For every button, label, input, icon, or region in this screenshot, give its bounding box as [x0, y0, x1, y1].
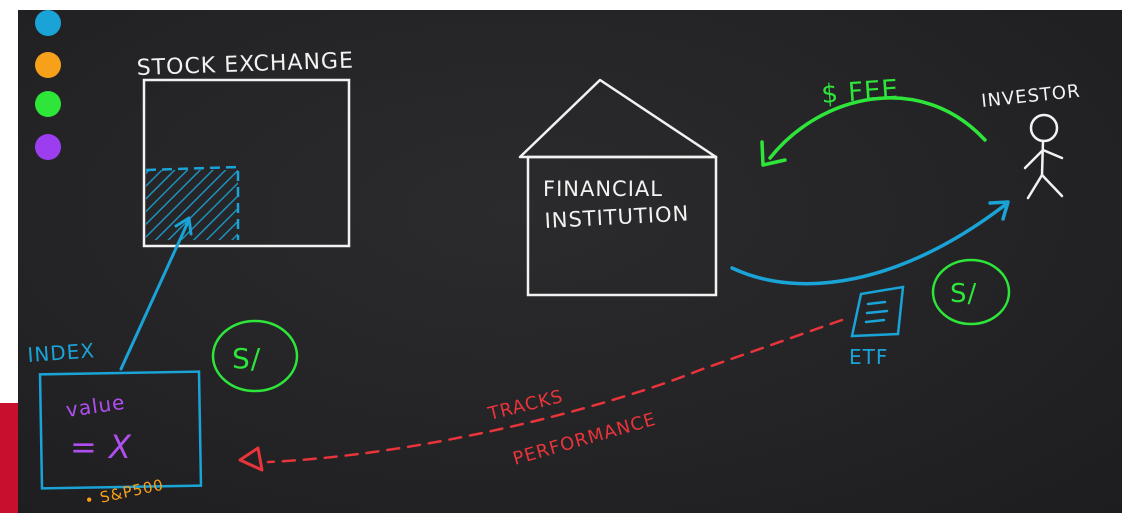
red-brand-bar: [0, 403, 18, 513]
index-portion-hatched: [146, 170, 238, 240]
fee-arrow: [768, 96, 987, 160]
investor-stick-figure-icon: [1023, 113, 1064, 200]
palette-green-dot[interactable]: [35, 91, 61, 117]
etf-share-symbol: S/: [950, 279, 977, 309]
etf-label: ETF: [849, 345, 888, 369]
stock-exchange-label: STOCK EXCHANGE: [136, 48, 354, 81]
etf-share-circle: [931, 258, 1011, 326]
index-box: [38, 370, 203, 490]
investor-label: INVESTOR: [980, 81, 1081, 112]
institution-to-investor-arrow: [730, 203, 1007, 286]
chalkboard: [18, 10, 1122, 513]
financial-institution-building: [526, 155, 718, 297]
institution-to-investor-arrowhead: [988, 200, 1010, 221]
financial-institution-label-2: INSTITUTION: [544, 201, 690, 233]
sp500-label: • S&P500: [83, 476, 165, 510]
index-value-text: value: [64, 390, 126, 422]
tracks-performance-arrow: [266, 318, 844, 464]
index-share-symbol: S/: [232, 342, 261, 375]
index-label: INDEX: [27, 338, 96, 367]
index-to-exchange-arrowhead: [174, 216, 193, 236]
fee-arrowhead: [760, 140, 787, 167]
financial-institution-label-1: FINANCIAL: [543, 177, 663, 201]
palette-orange-dot[interactable]: [35, 52, 61, 78]
index-value-equals-x: = X: [70, 428, 132, 466]
financial-institution-roof: [518, 78, 718, 159]
tracks-performance-arrowhead: [238, 446, 264, 472]
palette-blue-dot[interactable]: [35, 10, 61, 36]
etf-document-icon: [850, 285, 905, 338]
index-to-exchange-arrow: [119, 220, 190, 371]
tracks-label: TRACKS: [485, 386, 565, 425]
index-share-circle: [211, 319, 299, 393]
palette-purple-dot[interactable]: [35, 134, 61, 160]
performance-label: PERFORMANCE: [511, 409, 659, 470]
fee-label: $ FEE: [820, 75, 900, 110]
stock-exchange-box: [142, 78, 351, 248]
